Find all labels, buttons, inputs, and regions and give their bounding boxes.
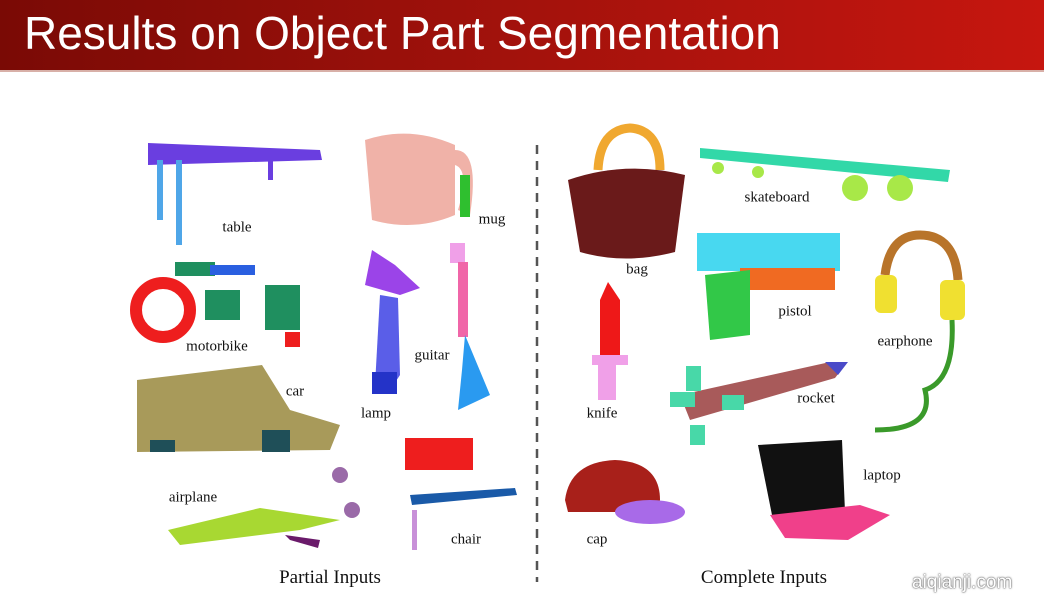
motorbike-pointcloud	[130, 262, 300, 347]
earphone-pointcloud	[874, 230, 965, 433]
table-pointcloud	[148, 143, 322, 245]
label-guitar: guitar	[414, 347, 450, 364]
label-mug: mug	[478, 211, 506, 228]
label-motorbike: motorbike	[186, 338, 248, 355]
label-earphone: earphone	[877, 333, 933, 350]
label-chair: chair	[451, 531, 481, 548]
label-pistol: pistol	[778, 303, 812, 320]
rocket-pointcloud	[670, 362, 848, 445]
label-skateboard: skateboard	[744, 189, 810, 206]
laptop-pointcloud	[758, 440, 890, 540]
label-lamp: lamp	[361, 405, 391, 422]
label-car: car	[285, 383, 305, 400]
car-pointcloud	[137, 365, 340, 452]
label-table: table	[222, 219, 252, 236]
pistol-pointcloud	[697, 233, 840, 340]
airplane-pointcloud	[168, 467, 360, 548]
slide-header: Results on Object Part Segmentation	[0, 0, 1044, 72]
label-bag: bag	[626, 261, 648, 278]
mug-pointcloud	[365, 133, 473, 225]
label-airplane: airplane	[168, 489, 218, 506]
label-laptop: laptop	[863, 467, 901, 484]
cap-pointcloud	[565, 460, 685, 524]
caption-partial-inputs: Partial Inputs	[279, 567, 381, 588]
chair-pointcloud	[405, 438, 517, 550]
guitar-pointcloud	[450, 243, 490, 410]
label-cap: cap	[586, 531, 608, 548]
knife-pointcloud	[592, 282, 628, 400]
watermark: aiqianji.com	[912, 572, 1013, 593]
bag-pointcloud	[568, 123, 685, 259]
label-knife: knife	[586, 405, 618, 422]
slide-title: Results on Object Part Segmentation	[24, 7, 781, 59]
label-rocket: rocket	[797, 390, 835, 407]
lamp-pointcloud	[365, 250, 420, 394]
skateboard-pointcloud	[700, 148, 950, 201]
caption-complete-inputs: Complete Inputs	[700, 567, 828, 588]
